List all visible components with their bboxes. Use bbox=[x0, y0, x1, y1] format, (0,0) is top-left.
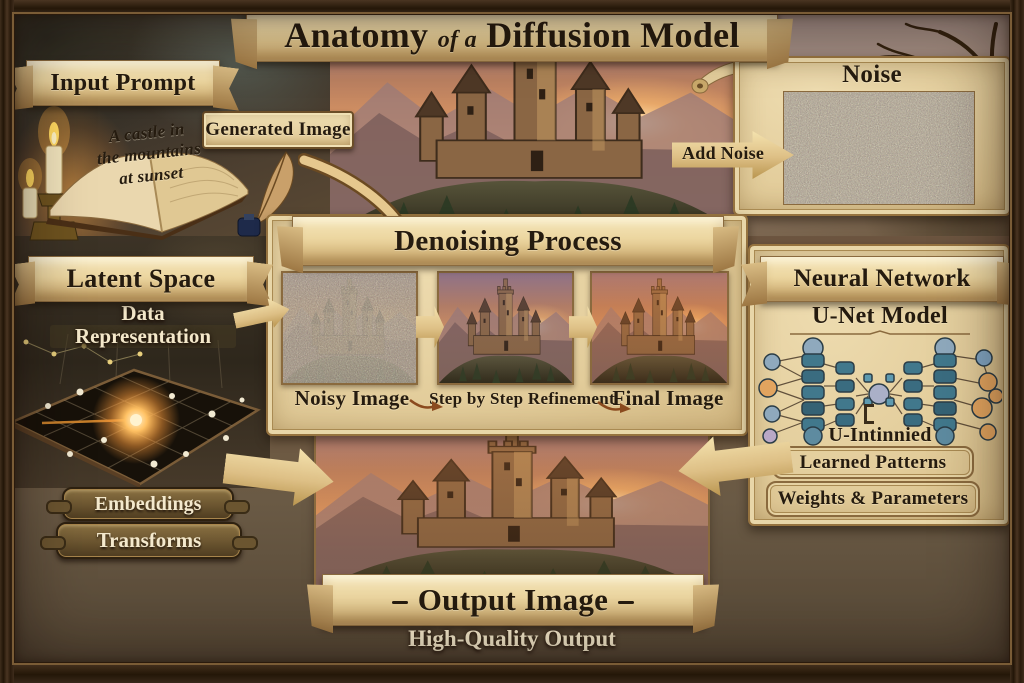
weights-parameters-box: Weights & Parameters bbox=[766, 481, 980, 517]
frame-bottom bbox=[0, 662, 1024, 683]
high-quality-output-label: High-Quality Output bbox=[408, 626, 616, 651]
output-image-label: Output Image bbox=[382, 582, 644, 618]
small-arrow-icon bbox=[409, 399, 443, 411]
output-castle-image bbox=[316, 420, 708, 592]
add-noise-label: Add Noise bbox=[682, 143, 765, 163]
generated-image-plaque: Generated Image bbox=[202, 111, 354, 149]
unet-caption: U-Intinnied bbox=[828, 424, 932, 446]
frame-left bbox=[0, 0, 14, 683]
neural-network-banner: Neural Network bbox=[760, 256, 1004, 302]
refined-image-thumbnail bbox=[437, 271, 574, 385]
frame-right bbox=[1010, 0, 1024, 683]
latent-space-label: Latent Space bbox=[66, 264, 216, 293]
unet-model-label: U-Net Model bbox=[812, 303, 948, 329]
noise-panel: Noise bbox=[733, 56, 1011, 216]
learned-patterns-box: Learned Patterns bbox=[772, 446, 974, 479]
final-image-thumbnail bbox=[590, 271, 729, 385]
bracket-icon bbox=[864, 404, 874, 424]
noisy-image-thumbnail bbox=[281, 271, 418, 385]
data-representation-label: Data Representation bbox=[50, 301, 236, 349]
embeddings-tag: Embeddings bbox=[46, 487, 250, 521]
latent-space-banner: Latent Space bbox=[28, 256, 254, 302]
title-text: Anatomy of a Diffusion Model bbox=[284, 15, 740, 55]
output-image-banner: Output Image bbox=[322, 574, 704, 626]
neural-network-label: Neural Network bbox=[793, 265, 971, 292]
noisy-image-caption: Noisy Image bbox=[294, 386, 410, 410]
candles-icon bbox=[18, 106, 79, 241]
book-prompt-text: A castle in the mountains at sunset bbox=[96, 119, 202, 188]
input-prompt-label: Input Prompt bbox=[50, 69, 196, 96]
noise-texture-image bbox=[783, 91, 975, 205]
frame-top bbox=[0, 0, 1024, 14]
quill-and-ink-icon bbox=[237, 151, 294, 237]
latent-space-grid-illustration bbox=[8, 331, 261, 488]
denoising-process-label: Denoising Process bbox=[394, 224, 622, 257]
denoising-process-banner: Denoising Process bbox=[292, 216, 724, 266]
refinement-caption: Step by Step Refinement bbox=[429, 389, 615, 408]
small-arrow-icon bbox=[597, 401, 631, 413]
open-book-illustration bbox=[46, 152, 249, 240]
divider-ornament bbox=[790, 330, 970, 335]
final-image-caption: Final Image bbox=[612, 386, 724, 410]
unet-network-diagram bbox=[758, 337, 1002, 446]
generated-image-label: Generated Image bbox=[205, 119, 351, 140]
input-prompt-banner: Input Prompt bbox=[26, 60, 220, 106]
transforms-tag: Transforms bbox=[40, 522, 258, 559]
title-banner: Anatomy of a Diffusion Model bbox=[246, 8, 778, 62]
noise-title: Noise bbox=[842, 61, 902, 88]
